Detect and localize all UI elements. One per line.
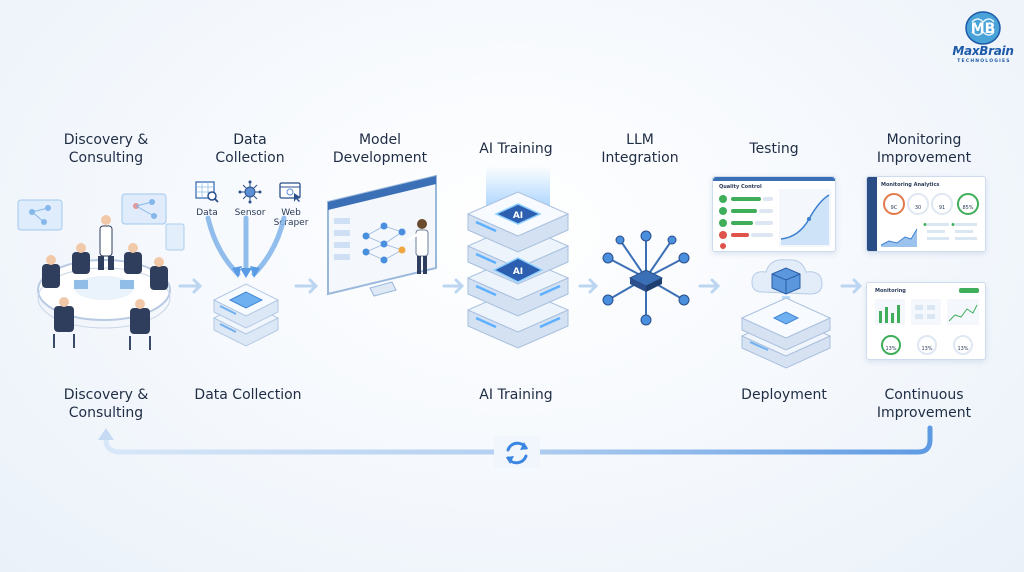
metric-gauge-4: 85% [957, 193, 979, 215]
metric-value-5: 13% [885, 346, 896, 352]
monitoring-panel: Monitoring 13% 13% 13% [866, 282, 986, 360]
monitoring-bar-chart [875, 299, 981, 327]
chip-label-top: AI [513, 211, 523, 221]
refresh-cycle-icon[interactable] [500, 436, 534, 470]
ai-training-server-stack: AI AI [456, 166, 580, 366]
deployment-server-cloud [734, 252, 838, 370]
metric-gauge-7: 13% [953, 335, 973, 355]
monitoring-analytics-panel: Monitoring Analytics 9C 30 91 85% [866, 176, 986, 252]
data-collection-server [196, 212, 296, 352]
llm-integration-network [598, 228, 694, 328]
quality-checklist [717, 193, 777, 249]
metric-gauge-3: 91 [931, 193, 953, 215]
monitoring-analytics-title: Monitoring Analytics [881, 182, 939, 188]
web-browser-cursor-icon [278, 180, 304, 204]
metric-value-4: 85% [962, 205, 973, 211]
metric-gauge-1: 9C [883, 193, 905, 215]
monitoring-area-chart [881, 219, 981, 249]
metric-value-7: 13% [957, 346, 968, 352]
monitoring-title: Monitoring [875, 288, 906, 294]
metric-value-2: 30 [915, 205, 921, 211]
metric-gauge-5: 13% [881, 335, 901, 355]
sensor-network-icon [237, 180, 263, 204]
metric-gauge-2: 30 [907, 193, 929, 215]
metric-value-1: 9C [891, 205, 898, 211]
quality-control-title: Quality Control [719, 184, 762, 190]
quality-control-panel: Quality Control [712, 176, 836, 252]
quality-line-chart [779, 189, 831, 247]
metric-value-3: 91 [939, 205, 945, 211]
metric-value-6: 13% [921, 346, 932, 352]
metric-gauge-6: 13% [917, 335, 937, 355]
chip-label-bottom: AI [513, 267, 523, 277]
model-development-illustration [322, 172, 446, 308]
spreadsheet-search-icon [194, 180, 220, 204]
